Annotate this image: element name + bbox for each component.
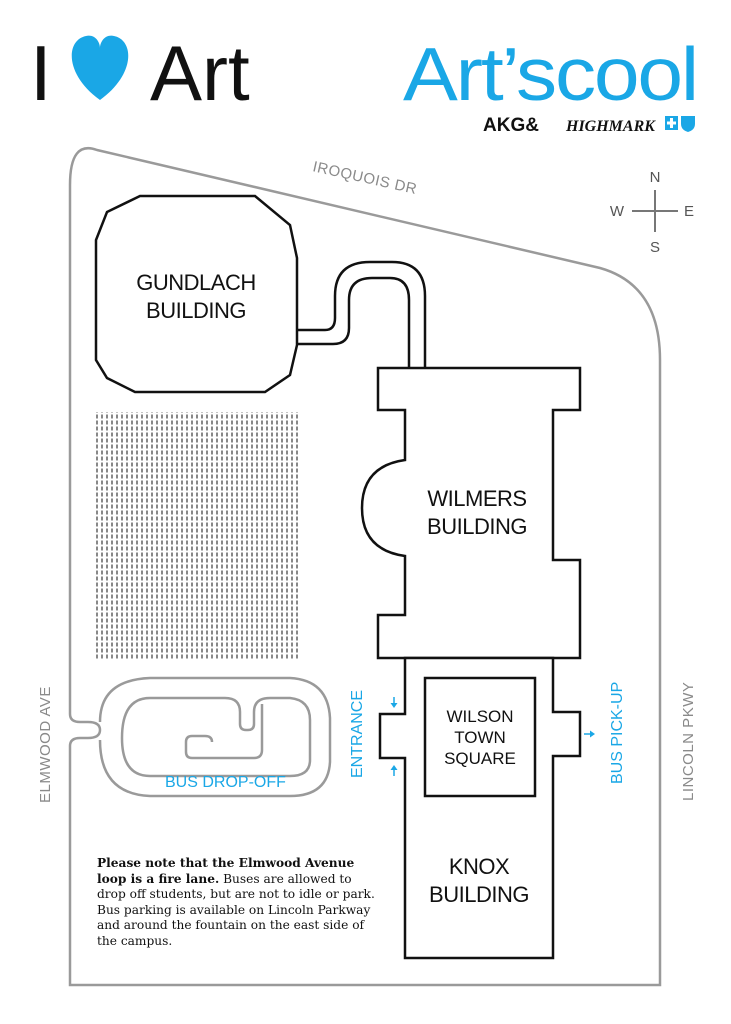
wilmers-label-2: BUILDING [427, 514, 527, 539]
lincoln-pkwy-label: LINCOLN PKWY [680, 682, 697, 801]
compass-s: S [650, 239, 660, 256]
bus-loop-curl [184, 704, 264, 760]
wilson-label-2: TOWN [454, 728, 506, 747]
entrance-label: ENTRANCE [349, 690, 366, 778]
highmark-logo: HIGHMARK [565, 118, 656, 135]
bus-pickup-label: BUS PICK-UP [609, 682, 626, 784]
gundlach-label-2: BUILDING [146, 298, 246, 323]
walkway-connector [296, 260, 427, 368]
wilson-label-1: WILSON [446, 707, 513, 726]
gundlach-label-1: GUNDLACH [136, 270, 255, 295]
akg-logo: AKG& [483, 115, 539, 136]
bus-loop-island [120, 696, 312, 778]
compass-icon: N S E W [610, 169, 694, 256]
elmwood-ave-label: ELMWOOD AVE [37, 686, 54, 803]
wilmers-building [360, 366, 582, 660]
blue-cross-shield-icon [665, 116, 695, 132]
knox-label-2: BUILDING [429, 882, 529, 907]
parking-lot [96, 412, 301, 660]
iroquois-dr-label: IROQUOIS DR [311, 158, 419, 198]
compass-e: E [684, 203, 694, 220]
fire-lane-note-bold: Please note that the Elmwood Avenue loop… [97, 856, 355, 886]
knox-label-1: KNOX [449, 854, 510, 879]
bus-loop-road [98, 676, 332, 798]
heart-icon [71, 35, 129, 100]
fire-lane-note-rest: Buses are allowed to drop off students, … [97, 871, 375, 948]
compass-w: W [610, 203, 625, 220]
arrow-icon [584, 730, 595, 738]
logo-i: I [30, 29, 52, 117]
wilmers-label-1: WILMERS [427, 486, 526, 511]
wilson-label-3: SQUARE [444, 749, 516, 768]
fire-lane-note: Please note that the Elmwood Avenue loop… [97, 856, 379, 950]
i-love-art-logo: I Art [30, 29, 250, 117]
campus-boundary [68, 147, 662, 987]
logo-art: Art [150, 29, 250, 117]
compass-n: N [650, 169, 661, 186]
artscool-logo: Art’scool AKG& HIGHMARK [403, 32, 699, 136]
arrow-icon [390, 765, 398, 776]
walkway-connector-inner [296, 276, 411, 368]
wilson-town-square [423, 676, 537, 798]
artscool-wordmark: Art’scool [403, 32, 697, 116]
bus-dropoff-label: BUS DROP-OFF [165, 774, 286, 791]
arrow-icon [390, 697, 398, 708]
gundlach-building [94, 194, 299, 394]
